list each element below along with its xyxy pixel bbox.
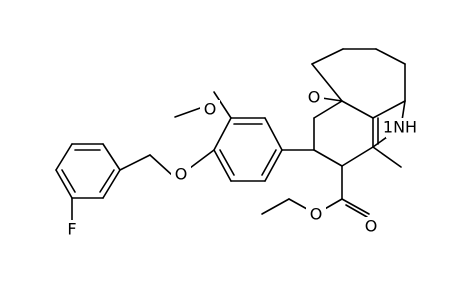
bond bbox=[99, 169, 115, 193]
bond bbox=[311, 63, 343, 102]
bond bbox=[213, 117, 232, 151]
bond bbox=[341, 146, 374, 167]
bond bbox=[264, 149, 283, 182]
bond bbox=[375, 48, 406, 65]
bond bbox=[213, 149, 232, 182]
bond bbox=[264, 117, 283, 151]
atom-nh: 1NH bbox=[383, 118, 417, 137]
atom-o-ketone: O bbox=[308, 88, 321, 107]
atom-o-methoxy: O bbox=[204, 100, 217, 119]
bond bbox=[61, 169, 76, 193]
bond bbox=[174, 106, 204, 118]
bond bbox=[119, 154, 151, 171]
bond bbox=[149, 154, 173, 176]
bond bbox=[345, 204, 368, 218]
bond bbox=[372, 100, 406, 119]
bond bbox=[341, 100, 374, 119]
atom-f: F bbox=[67, 220, 76, 239]
bond bbox=[313, 149, 343, 167]
bond bbox=[261, 149, 277, 176]
atom-labels: O 1NH O O F O O bbox=[62, 88, 422, 240]
bond bbox=[311, 48, 344, 65]
atom-o-ester-carbonyl: O bbox=[365, 217, 378, 236]
bond bbox=[102, 169, 121, 199]
atom-o-benzyloxy: O bbox=[175, 165, 188, 184]
bond bbox=[55, 143, 73, 171]
bond bbox=[102, 143, 121, 171]
bond bbox=[261, 198, 290, 215]
bond bbox=[372, 146, 402, 168]
bond bbox=[341, 198, 370, 215]
bond bbox=[313, 100, 343, 119]
bond bbox=[189, 149, 215, 169]
bond bbox=[55, 169, 73, 199]
atom-o-ester-ether: O bbox=[310, 205, 323, 224]
bond bbox=[213, 91, 232, 119]
bond-lines bbox=[55, 48, 406, 227]
bond bbox=[219, 149, 235, 176]
